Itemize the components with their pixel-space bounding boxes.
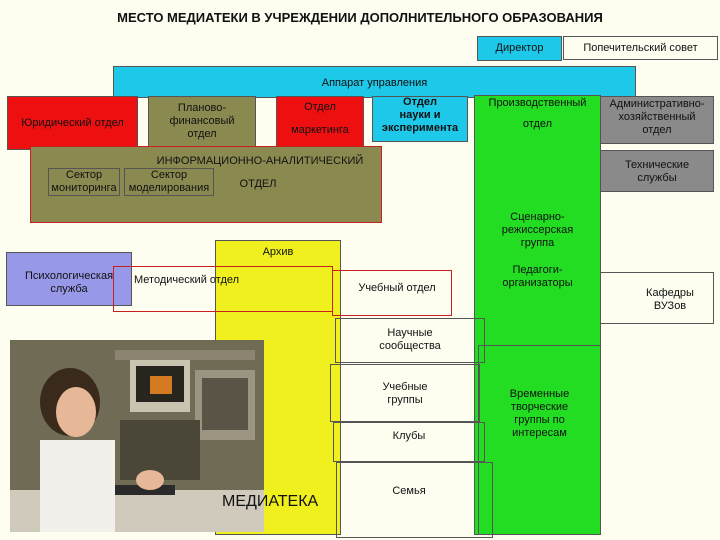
- admin-label: Административно- хозяйственный отдел: [609, 98, 705, 136]
- chairs-label: Кафедры ВУЗов: [646, 287, 694, 312]
- tech-label: Технические службы: [624, 159, 690, 184]
- archive-label: Архив: [262, 246, 294, 258]
- marketing-box: [276, 96, 364, 148]
- family-box: [336, 462, 493, 538]
- director-label: Директор: [495, 42, 544, 54]
- scenario-label: Сценарно- режиссерская группа: [501, 211, 574, 249]
- production-column: [474, 95, 601, 535]
- production-label-2: отдел: [522, 118, 553, 130]
- psych-box: [6, 252, 132, 306]
- science-box: [372, 96, 468, 142]
- temp-groups-label: Временные творческие группы по интересам: [509, 388, 570, 439]
- psych-label: Психологическая служба: [24, 270, 114, 295]
- modeling-label: Сектор моделирования: [128, 169, 210, 194]
- legal-box: [7, 96, 138, 150]
- info-dept-label: ИНФОРМАЦИОННО-АНАЛИТИЧЕСКИЙ: [156, 155, 364, 167]
- production-label-1: Производственный: [488, 97, 587, 109]
- admin-box: [600, 96, 714, 144]
- science-comm-box: [335, 318, 485, 363]
- librarian-photo: [10, 340, 264, 532]
- study-groups-box: [330, 364, 480, 422]
- clubs-box: [333, 422, 485, 462]
- finance-box: [148, 96, 256, 148]
- methodical-label: Методический отдел: [134, 274, 240, 286]
- organizers-label: Педагоги- организаторы: [502, 264, 573, 289]
- director-box: [477, 36, 562, 61]
- mediateka-label: МЕДИАТЕКА: [222, 493, 319, 510]
- board-box: [563, 36, 718, 60]
- clubs-label: Клубы: [392, 430, 426, 442]
- science-label: Отдел науки и эксперимента: [381, 96, 459, 134]
- info-dept-box: [30, 146, 382, 223]
- board-label: Попечительский совет: [583, 42, 698, 54]
- science-comm-label: Научные сообщества: [379, 327, 441, 352]
- educational-label: Учебный отдел: [358, 282, 436, 294]
- chairs-box: [600, 272, 714, 324]
- legal-label: Юридический отдел: [21, 117, 124, 129]
- marketing-label-2: маркетинга: [291, 124, 349, 136]
- tech-box: [600, 150, 714, 192]
- monitoring-box: [48, 168, 120, 196]
- monitoring-label: Сектор мониторинга: [51, 169, 117, 194]
- study-groups-label: Учебные группы: [382, 381, 428, 406]
- educational-box: [332, 270, 452, 316]
- marketing-label-1: Отдел: [304, 101, 336, 113]
- family-label: Семья: [392, 485, 426, 497]
- management-box: [113, 66, 636, 98]
- diagram-title: МЕСТО МЕДИАТЕКИ В УЧРЕЖДЕНИИ ДОПОЛНИТЕЛЬ…: [117, 10, 603, 25]
- photo-illustration: [10, 340, 264, 532]
- management-label: Аппарат управления: [321, 77, 428, 89]
- methodical-box: [113, 266, 333, 312]
- finance-label: Планово- финансовый отдел: [169, 102, 235, 140]
- modeling-box: [124, 168, 214, 196]
- temp-groups-box: [478, 345, 601, 535]
- info-dept-label-2: ОТДЕЛ: [239, 178, 277, 190]
